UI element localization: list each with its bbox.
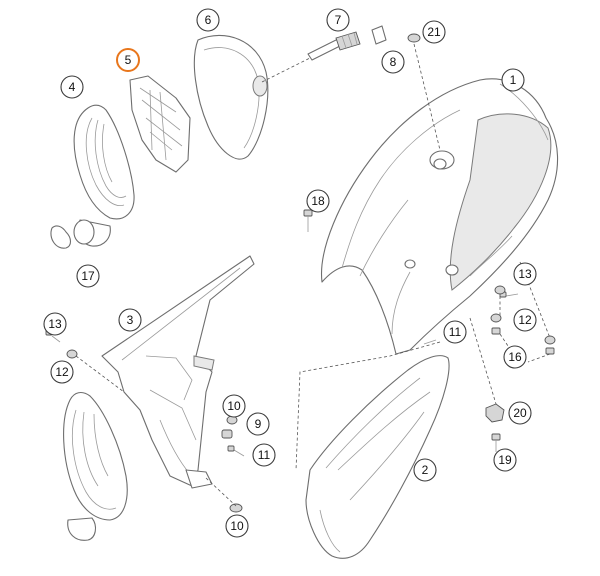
- svg-text:6: 6: [205, 13, 212, 27]
- callout-5-highlighted[interactable]: 5: [116, 48, 140, 72]
- callout-9[interactable]: 9: [246, 412, 270, 436]
- part-tank-frame-1[interactable]: [320, 78, 559, 355]
- callout-19[interactable]: 19: [493, 448, 517, 472]
- svg-text:12: 12: [55, 365, 69, 379]
- part-filter-clamp-17[interactable]: [50, 225, 72, 249]
- callout-6[interactable]: 6: [196, 8, 220, 32]
- callout-13-right[interactable]: 13: [513, 262, 537, 286]
- part-grommet-12-left[interactable]: [66, 349, 78, 359]
- callout-17[interactable]: 17: [76, 264, 100, 288]
- leader-6-7: [261, 57, 311, 83]
- part-nut-21[interactable]: [407, 33, 421, 43]
- svg-text:2: 2: [422, 463, 429, 477]
- part-bolt-7[interactable]: [307, 31, 361, 61]
- part-screw-18[interactable]: [303, 209, 313, 232]
- part-air-filter-upper[interactable]: [73, 104, 135, 247]
- svg-text:1: 1: [510, 73, 517, 87]
- callout-11-left[interactable]: 11: [252, 443, 276, 467]
- part-airbox-3[interactable]: [101, 255, 255, 489]
- part-bushing-9[interactable]: [221, 429, 233, 439]
- svg-text:13: 13: [48, 317, 62, 331]
- callout-16[interactable]: 16: [503, 345, 527, 369]
- svg-text:7: 7: [335, 13, 342, 27]
- svg-text:10: 10: [227, 399, 241, 413]
- callout-1[interactable]: 1: [501, 68, 525, 92]
- part-nut-20[interactable]: [485, 403, 505, 423]
- callout-10-lower[interactable]: 10: [225, 514, 249, 538]
- callout-2[interactable]: 2: [413, 458, 437, 482]
- svg-text:20: 20: [513, 406, 527, 420]
- svg-text:12: 12: [518, 313, 532, 327]
- part-side-panel-2[interactable]: [305, 355, 450, 559]
- callout-18[interactable]: 18: [306, 189, 330, 213]
- part-filter-holder-5[interactable]: [129, 75, 191, 173]
- part-grommet-12-right[interactable]: [490, 285, 556, 345]
- svg-text:11: 11: [258, 448, 271, 462]
- callout-11-right[interactable]: 11: [443, 320, 467, 344]
- callout-12-left[interactable]: 12: [50, 360, 74, 384]
- part-air-filter-lower[interactable]: [63, 391, 128, 541]
- part-screw-11-left[interactable]: [227, 445, 245, 457]
- leader-12-left: [75, 355, 125, 393]
- part-filter-cover-6[interactable]: [193, 35, 269, 160]
- leader-10-lower: [205, 477, 237, 507]
- svg-text:9: 9: [255, 417, 262, 431]
- part-screw-11-right[interactable]: [423, 339, 437, 345]
- svg-text:4: 4: [69, 80, 76, 94]
- svg-text:18: 18: [311, 194, 325, 208]
- part-spring-8[interactable]: [371, 25, 387, 45]
- svg-text:17: 17: [81, 269, 95, 283]
- leader-20: [469, 317, 497, 405]
- callout-13-left[interactable]: 13: [43, 312, 67, 336]
- part-screw-19[interactable]: [491, 433, 501, 452]
- callout-20[interactable]: 20: [508, 401, 532, 425]
- svg-text:10: 10: [230, 519, 244, 533]
- callout-3[interactable]: 3: [118, 308, 142, 332]
- callout-10-upper[interactable]: 10: [222, 394, 246, 418]
- svg-text:11: 11: [449, 325, 462, 339]
- svg-text:16: 16: [508, 350, 522, 364]
- callout-7[interactable]: 7: [326, 8, 350, 32]
- svg-text:8: 8: [390, 55, 397, 69]
- callout-4[interactable]: 4: [60, 75, 84, 99]
- svg-text:21: 21: [427, 25, 441, 39]
- svg-text:3: 3: [127, 313, 134, 327]
- callout-12-right[interactable]: 12: [513, 308, 537, 332]
- svg-text:5: 5: [125, 53, 132, 67]
- part-screw-16[interactable]: [491, 327, 555, 355]
- part-washer-10-lower[interactable]: [229, 503, 243, 513]
- leader-21: [413, 43, 441, 151]
- svg-text:19: 19: [498, 453, 512, 467]
- callout-8[interactable]: 8: [381, 50, 405, 74]
- svg-text:13: 13: [518, 267, 532, 281]
- callout-21[interactable]: 21: [422, 20, 446, 44]
